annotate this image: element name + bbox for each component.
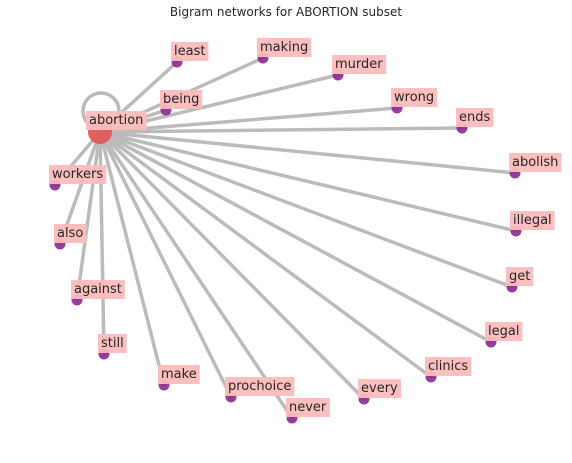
edge-abortion-clinics [98,130,433,379]
label-get: get [506,267,534,286]
edges-layer [53,56,518,420]
edge-abortion-legal [98,130,493,344]
label-clinics: clinics [425,357,472,376]
label-text-murder: murder [335,57,383,72]
label-against: against [71,280,125,299]
label-prochoice: prochoice [225,377,295,396]
label-murder: murder [332,55,387,74]
edge-abortion-get [98,130,514,289]
labels-layer: least making murder wrong being ends abolish wo… [49,38,562,417]
label-illegal: illegal [510,211,555,230]
label-box-every [358,379,402,398]
label-make: make [158,365,200,384]
label-text-workers: workers [52,167,103,182]
label-box-workers [49,165,107,184]
label-never: never [286,398,330,417]
label-legal: legal [485,322,523,341]
label-box-against [71,280,125,299]
label-box-wrong [391,88,438,107]
label-text-ends: ends [459,110,490,125]
label-box-never [286,398,330,417]
label-text-clinics: clinics [428,359,468,374]
label-box-least [171,42,209,61]
edge-abortion-against [75,130,102,302]
label-workers: workers [49,165,107,184]
label-box-clinics [425,357,472,376]
edge-abortion-never [98,130,294,420]
label-text-prochoice: prochoice [228,379,291,394]
label-every: every [358,379,402,398]
label-box-illegal [510,211,555,230]
label-least: least [171,42,209,61]
edge-abortion-every [98,130,366,401]
label-also: also [54,224,87,243]
label-box-ends [456,108,494,127]
label-abortion: abortion [86,111,147,130]
edge-abortion-make [98,130,166,387]
label-text-still: still [101,336,124,351]
edge-abortion-illegal [98,130,518,233]
label-text-wrong: wrong [394,90,434,105]
label-text-being: being [163,92,199,107]
label-text-making: making [260,40,308,55]
label-box-being [160,90,203,109]
label-text-legal: legal [488,324,519,339]
label-being: being [160,90,203,109]
label-text-never: never [289,400,327,415]
label-text-also: also [57,226,83,241]
label-text-get: get [509,269,530,284]
label-box-prochoice [225,377,295,396]
label-text-least: least [174,44,205,59]
label-box-abortion [86,111,147,130]
label-text-make: make [161,367,197,382]
label-box-get [506,267,534,286]
edge-abortion-wrong [98,106,399,134]
label-box-legal [485,322,523,341]
label-box-murder [332,55,387,74]
label-making: making [257,38,312,57]
label-text-abolish: abolish [512,155,558,170]
label-text-illegal: illegal [513,213,552,228]
label-box-abolish [509,153,562,172]
label-wrong: wrong [391,88,438,107]
edge-abortion-prochoice [98,130,233,399]
label-box-also [54,224,87,243]
label-ends: ends [456,108,494,127]
label-still: still [98,334,127,353]
label-text-against: against [74,282,122,297]
label-text-every: every [361,381,398,396]
edge-abortion-ends [98,126,464,134]
label-abolish: abolish [509,153,562,172]
label-box-make [158,365,200,384]
label-box-making [257,38,312,57]
edge-abortion-abolish [98,130,517,175]
label-text-abortion: abortion [89,113,143,128]
chart-title: Bigram networks for ABORTION subset [170,5,402,19]
label-box-still [98,334,127,353]
